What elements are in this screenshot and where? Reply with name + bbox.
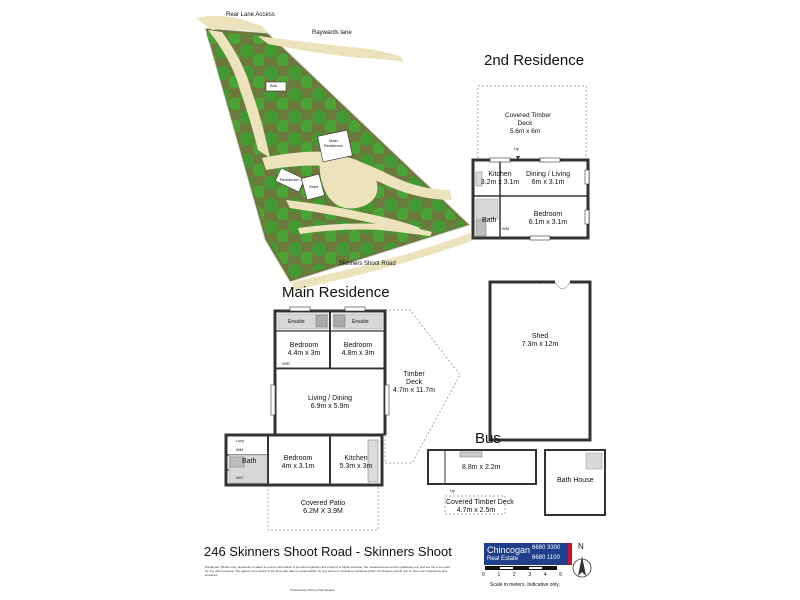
shower: [315, 314, 328, 328]
patio-outline: [267, 484, 379, 531]
scale-tick: 1: [497, 572, 501, 578]
bedroom2-label: Bedroom 4.8m x 3m: [341, 342, 375, 357]
scale-tick: 5: [559, 572, 562, 578]
raywards-lane-road: [258, 36, 404, 62]
window: [584, 169, 590, 185]
timber-deck-outline: [384, 309, 461, 464]
kitchen-bench: [367, 439, 379, 483]
residence2-site-label: Residence 2: [280, 177, 303, 182]
ldry-label: Ldry: [236, 438, 244, 443]
address-title: 246 Skinners Shoot Road - Skinners Shoot: [204, 544, 452, 559]
shed-building: [301, 173, 325, 201]
window: [344, 306, 366, 312]
ensuite2-label: Ensuite: [352, 319, 369, 325]
scale-tick: 0: [482, 572, 485, 578]
bus-site-label: Bus: [270, 83, 277, 88]
main-residence-building: [317, 129, 353, 163]
wir-label: WIR: [282, 361, 290, 366]
entry-arrow: [516, 156, 520, 160]
window: [289, 306, 311, 312]
wm-label: WM: [502, 226, 510, 231]
bath-tiles: [475, 198, 499, 220]
scale-tick: 4: [543, 572, 547, 578]
deck-label: Covered Timber Deck 5.6m x 6m: [505, 112, 552, 135]
main-residence-site-label: Main Residence: [324, 138, 343, 148]
window: [539, 157, 561, 163]
disclaimer: Disclaimer: Whilst every precaution is t…: [205, 565, 450, 577]
bus-title: Bus: [475, 430, 501, 447]
scale-ticks: 0 1 2 3 4 5: [482, 572, 562, 578]
skinners-road: [292, 233, 472, 290]
skinners-road-label: Skinners Shoot Road: [339, 261, 396, 267]
shower: [475, 219, 487, 237]
shower: [333, 314, 346, 328]
bath-label: Bath: [482, 217, 497, 224]
wm-label: WM: [236, 447, 244, 452]
window: [489, 157, 511, 163]
main-residence-title: Main Residence: [282, 284, 390, 301]
shed-label: Shed 7.3m x 12m: [521, 333, 559, 348]
bus-deck-outline: [444, 495, 506, 515]
living-label: Living / Dining 6.9m x 5.9m: [308, 395, 352, 410]
wc-label: W/C: [236, 475, 244, 480]
bathtub: [229, 456, 245, 468]
bath-house-label: Bath House: [557, 477, 594, 484]
window: [384, 384, 390, 416]
raywards-lane-label: Raywards lane: [312, 30, 352, 36]
bath-label: Bath: [242, 458, 257, 465]
kitchen-label: Kitchen 5.3m x 3m: [339, 455, 373, 470]
bus-up-label: Up: [450, 488, 456, 493]
rear-lane-road: [196, 15, 268, 33]
up-label: Up: [514, 146, 520, 151]
brand-name: Chincogan: [487, 545, 531, 555]
second-residence-title: 2nd Residence: [484, 52, 585, 69]
dining-label: Dining / Living 6m x 3.1m: [526, 171, 570, 186]
bus-building: [265, 81, 287, 92]
produced-by: Produced by Fitzroy Park Studios: [290, 588, 335, 592]
window: [529, 235, 551, 241]
bedroom3-label: Bedroom 4m x 3.1m: [281, 455, 315, 470]
brand-sub: Real Estate: [487, 556, 519, 562]
shed-outline: [488, 280, 592, 442]
driveway-path: [208, 30, 270, 158]
rear-lane-label: Rear Lane Access: [226, 12, 275, 18]
bedroom1-label: Bedroom 4.4m x 3m: [287, 342, 321, 357]
timber-deck-label: Timber Deck 4.7m x 11.7m: [393, 371, 435, 394]
phone-2: 6680 1100: [532, 555, 560, 561]
kitchen-bench: [475, 171, 483, 187]
scale-tick: 3: [528, 572, 532, 578]
clearing: [319, 156, 378, 209]
scale-tick: 2: [512, 572, 516, 578]
ensuite-tiles-1: [277, 313, 329, 330]
brand-badge: Chincogan Real Estate 6680 3300 6680 110…: [484, 543, 572, 565]
ensuite1-label: Ensuite: [288, 319, 305, 325]
window: [270, 384, 276, 416]
bus-deck-label: Covered Timber Deck 4.7m x 2.5m: [446, 499, 514, 514]
window: [584, 209, 590, 225]
lower-track-2: [298, 223, 432, 236]
driveway-path-2: [262, 151, 452, 200]
scale-bar: [485, 566, 557, 570]
patio-label: Covered Patio 6.2M X 3.9M: [300, 500, 346, 515]
bedroom-label: Bedroom 6.1m x 3.1m: [528, 211, 568, 226]
residence2-building: [274, 167, 306, 193]
bus-size-label: 8.8m x 2.2m: [462, 464, 501, 471]
kitchen-label: Kitchen 3.2m x 3.1m: [480, 171, 520, 186]
shed-site-label: Shed: [309, 184, 319, 189]
scale-note: Scale in meters. Indicative only.: [490, 582, 560, 588]
phone-1: 6680 3300: [532, 545, 561, 551]
compass-north: N: [578, 542, 584, 551]
